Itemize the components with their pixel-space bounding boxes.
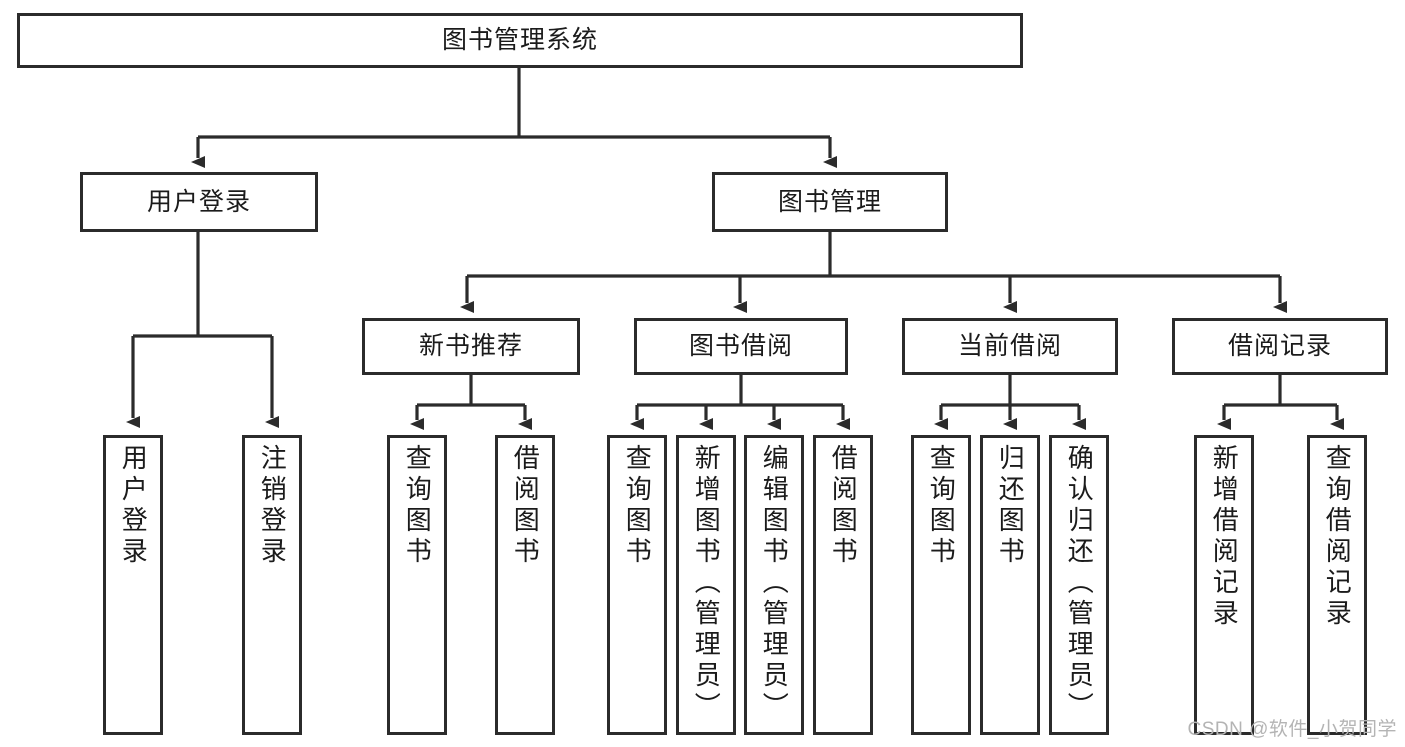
node-leaf-confirm-return[interactable]: 确认归还（管理员）: [1049, 435, 1109, 735]
node-label: 编辑图书（管理员）: [759, 444, 790, 723]
node-label: 新增图书（管理员）: [691, 444, 722, 723]
node-leaf-edit-book[interactable]: 编辑图书（管理员）: [744, 435, 804, 735]
node-label: 图书管理: [777, 187, 882, 216]
node-label: 查询图书: [622, 444, 653, 568]
node-book-management[interactable]: 图书管理: [712, 172, 948, 232]
node-label: 图书借阅: [688, 332, 793, 360]
node-leaf-add-book[interactable]: 新增图书（管理员）: [676, 435, 736, 735]
node-label: 用户登录: [118, 444, 149, 568]
node-leaf-add-record[interactable]: 新增借阅记录: [1194, 435, 1254, 735]
node-label: 借阅图书: [510, 444, 541, 568]
watermark-text: CSDN @软件_小贺同学: [1187, 719, 1397, 740]
node-label: 用户登录: [146, 187, 251, 216]
node-leaf-borrow-book-2[interactable]: 借阅图书: [813, 435, 873, 735]
node-label: 借阅记录: [1227, 332, 1332, 360]
node-label: 图书管理系统: [441, 26, 598, 54]
node-leaf-borrow-book-1[interactable]: 借阅图书: [495, 435, 555, 735]
node-label: 确认归还（管理员）: [1064, 444, 1095, 723]
node-label: 查询图书: [402, 444, 433, 568]
node-label: 当前借阅: [957, 332, 1062, 360]
node-current-borrow[interactable]: 当前借阅: [902, 318, 1118, 375]
node-leaf-user-login[interactable]: 用户登录: [103, 435, 163, 735]
node-leaf-logout-login[interactable]: 注销登录: [242, 435, 302, 735]
node-book-borrow[interactable]: 图书借阅: [634, 318, 848, 375]
node-label: 归还图书: [995, 444, 1026, 568]
node-leaf-query-book-2[interactable]: 查询图书: [607, 435, 667, 735]
node-label: 查询借阅记录: [1322, 444, 1353, 630]
node-borrow-record[interactable]: 借阅记录: [1172, 318, 1388, 375]
node-user-login[interactable]: 用户登录: [80, 172, 318, 232]
node-label: 新书推荐: [418, 332, 523, 360]
node-label: 借阅图书: [828, 444, 859, 568]
node-leaf-return-book[interactable]: 归还图书: [980, 435, 1040, 735]
node-leaf-query-record[interactable]: 查询借阅记录: [1307, 435, 1367, 735]
node-label: 新增借阅记录: [1209, 444, 1240, 630]
node-new-book-recommend[interactable]: 新书推荐: [362, 318, 580, 375]
node-label: 注销登录: [257, 444, 288, 568]
node-label: 查询图书: [926, 444, 957, 568]
node-leaf-query-book-1[interactable]: 查询图书: [387, 435, 447, 735]
node-leaf-query-book-3[interactable]: 查询图书: [911, 435, 971, 735]
node-book-management-system[interactable]: 图书管理系统: [17, 13, 1023, 68]
